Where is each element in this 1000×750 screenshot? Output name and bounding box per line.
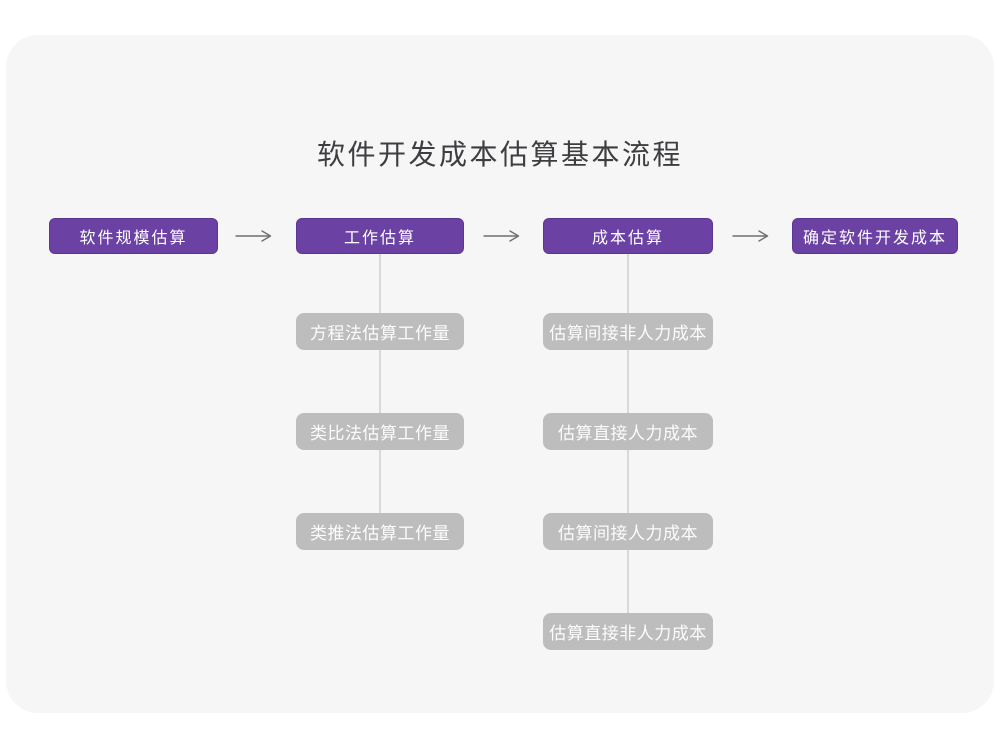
arrow-right-icon xyxy=(235,230,272,242)
flowchart-card: 软件开发成本估算基本流程 软件规模估算 工作估算 成本估算 确定软件开发成本 方… xyxy=(6,35,994,713)
sub-node-extrapolation-method: 类推法估算工作量 xyxy=(296,513,464,550)
flow-node-work-estimation: 工作估算 xyxy=(296,218,464,254)
arrow-right-icon xyxy=(732,230,769,242)
flow-node-determine-dev-cost: 确定软件开发成本 xyxy=(792,218,958,254)
sub-node-direct-nonlabor-cost: 估算直接非人力成本 xyxy=(543,613,713,650)
arrow-right-icon xyxy=(483,230,520,242)
sub-node-indirect-nonlabor-cost: 估算间接非人力成本 xyxy=(543,313,713,350)
connector-line-work-estimation xyxy=(379,254,381,532)
sub-node-equation-method: 方程法估算工作量 xyxy=(296,313,464,350)
sub-node-analogy-method: 类比法估算工作量 xyxy=(296,413,464,450)
diagram-title: 软件开发成本估算基本流程 xyxy=(316,139,683,170)
sub-node-indirect-labor-cost: 估算间接人力成本 xyxy=(543,513,713,550)
flow-node-software-scale-estimation: 软件规模估算 xyxy=(49,218,218,254)
flow-node-cost-estimation: 成本估算 xyxy=(543,218,713,254)
sub-node-direct-labor-cost: 估算直接人力成本 xyxy=(543,413,713,450)
